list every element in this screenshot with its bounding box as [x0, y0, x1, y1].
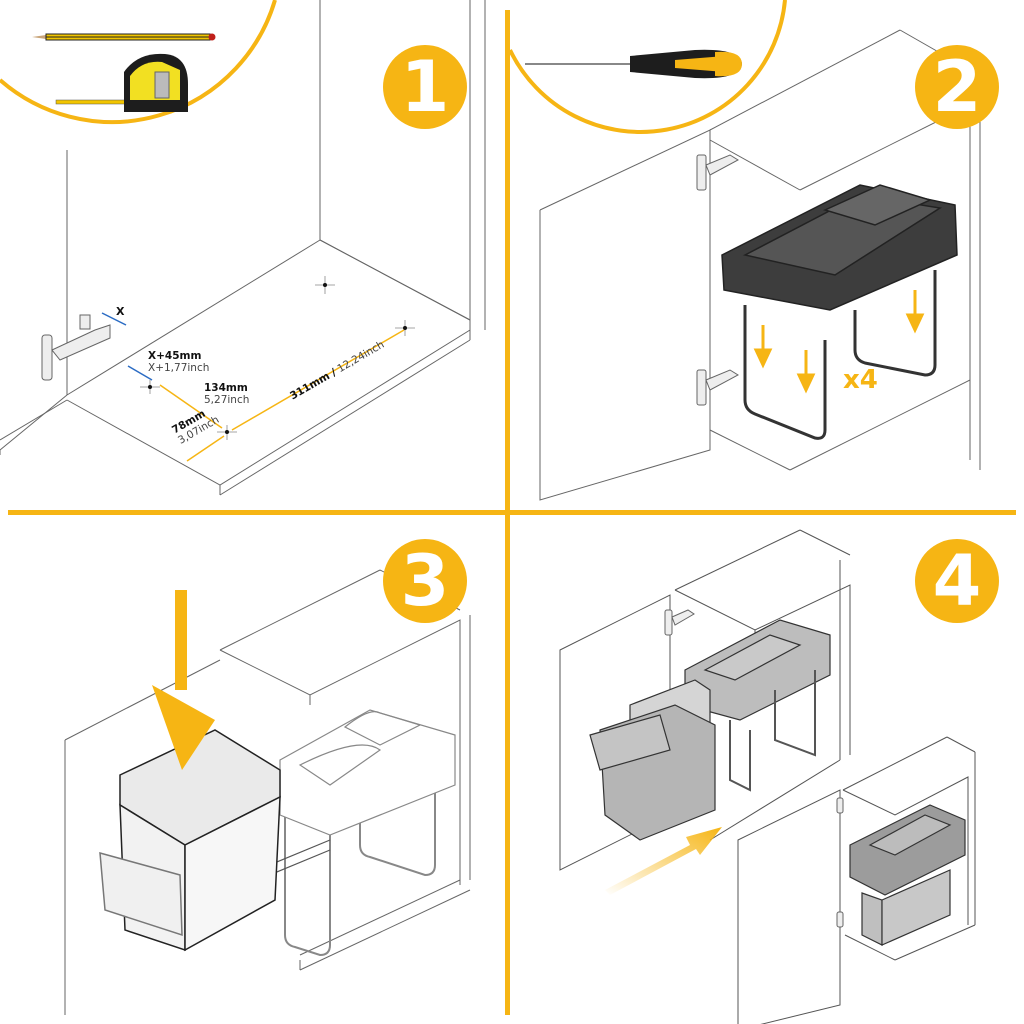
depth-dimension: 134mm 5,27inch [204, 382, 249, 406]
step-2-cabinet-drawing [539, 29, 981, 501]
hinge-icon [41, 314, 111, 381]
hinge-icon [664, 609, 695, 636]
tools-circle [0, 0, 277, 124]
step-1-panel: 1 X X+45mm X+1,77inch 134mm 5,27inch 78m… [0, 0, 505, 510]
step-2-panel: 2 x4 [510, 0, 1024, 510]
pullout-frame [743, 270, 937, 440]
step-4-cabinet-drawing [559, 529, 976, 1024]
step-2-badge: 2 [915, 45, 999, 129]
x-offset-dimension: X+45mm X+1,77inch [148, 350, 209, 374]
step-1-badge: 1 [383, 45, 467, 129]
hinge-icon [836, 797, 844, 928]
step-3-cabinet-drawing [64, 569, 471, 1015]
screw-count-label: x4 [843, 365, 878, 395]
step-4-badge: 4 [915, 539, 999, 623]
horizontal-divider [8, 510, 1016, 515]
insert-arrow-icon [605, 827, 722, 895]
bin [99, 729, 281, 952]
hinge-offset-label: X [116, 305, 125, 318]
tools-circle [510, 0, 787, 134]
step-1-cabinet-drawing [0, 0, 486, 496]
depth-mm: 134mm [204, 382, 248, 394]
pencil-icon [32, 33, 216, 41]
tape-measure-icon [55, 53, 188, 112]
screwdriver-icon [525, 49, 742, 79]
x-offset-inch: X+1,77inch [148, 362, 210, 374]
bin-lid [721, 184, 958, 311]
step-4-panel: 4 [510, 515, 1024, 1024]
x-offset-mm: X+45mm [148, 350, 202, 362]
step-3-panel: 3 [0, 515, 505, 1024]
step-3-badge: 3 [383, 539, 467, 623]
hinge-icon [696, 154, 739, 406]
depth-inch: 5,27inch [204, 394, 250, 406]
